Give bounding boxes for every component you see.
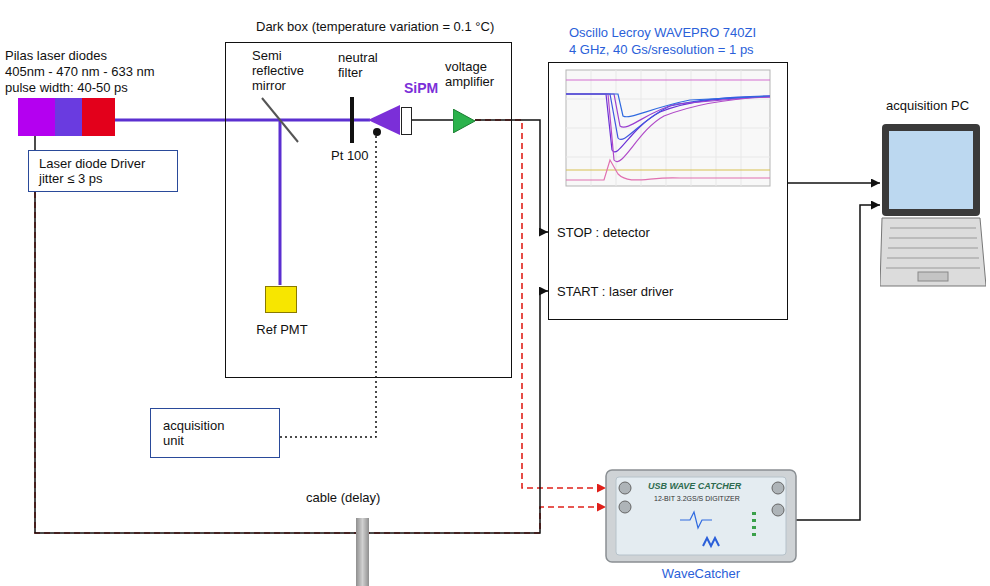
trace	[566, 94, 770, 139]
trace	[566, 170, 770, 171]
oscilloscope-screen	[566, 70, 770, 186]
node-text: 405nm - 470 nm - 633 nm	[5, 64, 155, 79]
signal-line	[796, 205, 880, 520]
part-label: cable (delay)	[306, 490, 380, 505]
triangle	[453, 109, 475, 133]
node-text: acquisition PC	[886, 98, 969, 113]
node-text: START : laser driver	[557, 284, 673, 299]
node-text: 4 GHz, 40 Gs/sresolution = 1 ps	[569, 42, 754, 57]
screen	[889, 131, 973, 209]
signal-line	[34, 136, 36, 150]
bnc-connector	[772, 482, 784, 494]
screen-grid	[566, 70, 770, 186]
amplifier-symbol: voltage amplifier	[453, 109, 475, 133]
oscilloscope: Oscillo Lecroy WAVEPRO 740ZI4 GHz, 40 Gs…	[548, 62, 788, 320]
trace	[566, 94, 770, 162]
maker-logo	[703, 538, 719, 546]
acquisition-box: acquisition unit	[150, 408, 280, 458]
node-text: Ref PMT	[247, 322, 317, 337]
bnc-connector	[619, 501, 631, 513]
part-label: USB WAVE CATCHER	[648, 481, 741, 492]
key-row	[890, 228, 976, 229]
key-row	[888, 248, 978, 249]
bnc-connector	[772, 504, 784, 516]
node-text: Pt 100	[331, 148, 369, 163]
status-led	[752, 526, 756, 529]
key-row	[887, 258, 979, 259]
part-label: Semi reflective mirror	[252, 48, 314, 93]
laser-beam	[115, 119, 370, 122]
neutral-filter	[350, 97, 354, 143]
part-label: neutral filter	[338, 50, 390, 80]
status-led	[752, 533, 756, 536]
node-text: acquisition unit	[163, 418, 239, 448]
status-led	[752, 512, 756, 515]
status-led	[752, 519, 756, 522]
screen-frame	[566, 70, 770, 186]
computer: acquisition PC	[880, 122, 986, 290]
node-text: voltage amplifier	[445, 59, 507, 89]
trace	[566, 160, 770, 180]
driver-box: Laser diode Driver jitter ≤ 3 ps	[28, 150, 178, 192]
node-text: Laser diode Driver jitter ≤ 3 ps	[39, 156, 167, 186]
device-panel	[616, 477, 786, 555]
key-row	[886, 268, 980, 269]
node-text: Oscillo Lecroy WAVEPRO 740ZI	[569, 25, 756, 40]
temperature-sensor: Pt 100	[373, 128, 381, 136]
part-label: 12-BIT 3.2GS/S DIGITIZER	[654, 494, 740, 503]
signal-line	[35, 192, 548, 533]
signal-line	[788, 182, 880, 184]
trace	[566, 80, 770, 81]
reference-pmt: Ref PMT	[265, 286, 297, 313]
semi-reflective-mirror	[262, 98, 298, 142]
screen-frame	[882, 124, 980, 216]
digitizer-device	[606, 470, 796, 562]
sipm-sensor: SiPM	[401, 107, 412, 135]
device-housing	[606, 470, 796, 562]
touchpad	[918, 272, 948, 281]
delay-cable	[356, 518, 369, 586]
bnc-connector	[619, 482, 631, 494]
signal-line	[412, 119, 453, 121]
node-text: WaveCatcher	[606, 566, 796, 581]
key-row	[889, 238, 977, 239]
node-text: STOP : detector	[557, 225, 650, 240]
laser-source: Pilas laser diodes405nm - 470 nm - 633 n…	[18, 98, 115, 136]
node-text: Pilas laser diodes	[5, 48, 107, 63]
keyboard-base	[880, 218, 986, 286]
reflected-beam	[279, 120, 282, 285]
node-text: pulse width: 40-50 ps	[5, 80, 128, 95]
amplifier-outline	[453, 109, 475, 133]
wave-icon	[680, 512, 712, 528]
trace	[566, 94, 770, 117]
trace	[566, 94, 770, 152]
laptop-icon	[880, 122, 986, 290]
dashed-signal-line	[35, 192, 606, 533]
node-text: SiPM	[404, 80, 438, 96]
node-text: Dark box (temperature variation = 0.1 °C…	[256, 19, 494, 34]
light-cone	[368, 105, 400, 135]
